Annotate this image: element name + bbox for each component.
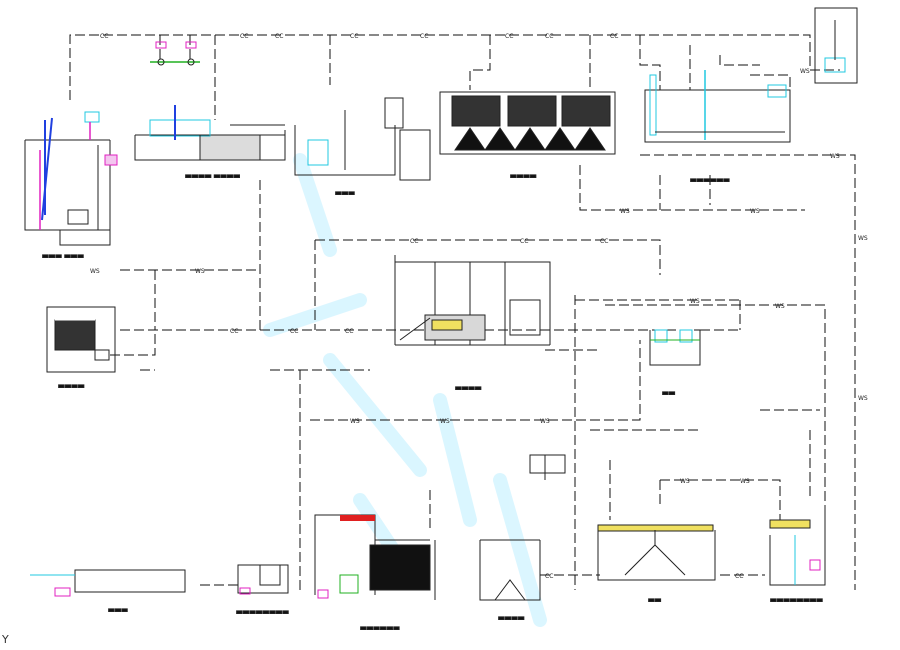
svg-text:CC: CC [505, 33, 513, 40]
svg-text:▬▬▬▬ ▬▬▬▬: ▬▬▬▬ ▬▬▬▬ [185, 172, 240, 180]
svg-text:WS: WS [830, 153, 840, 160]
svg-text:▬▬▬: ▬▬▬ [108, 606, 128, 614]
svg-text:WS: WS [800, 68, 810, 75]
svg-text:WS: WS [440, 418, 450, 425]
svg-text:▬▬▬: ▬▬▬ [335, 189, 355, 197]
svg-text:WS: WS [680, 478, 690, 485]
svg-text:CC: CC [410, 238, 418, 245]
svg-text:CC: CC [240, 33, 248, 40]
svg-text:WS: WS [775, 303, 785, 310]
svg-text:WS: WS [750, 208, 760, 215]
svg-text:CC: CC [600, 238, 608, 245]
svg-text:CC: CC [610, 33, 618, 40]
svg-text:CC: CC [345, 328, 353, 335]
svg-text:WS: WS [620, 208, 630, 215]
svg-text:▬▬: ▬▬ [662, 389, 675, 397]
unit-sludge-dewatering: ▬▬▬▬ [394, 255, 551, 393]
unit-blower [814, 7, 858, 84]
svg-text:CC: CC [350, 33, 358, 40]
unit-filter-building: ▬▬▬▬▬▬ [314, 514, 436, 633]
svg-text:▬▬▬▬▬▬▬▬: ▬▬▬▬▬▬▬▬ [770, 596, 823, 604]
svg-text:▬▬: ▬▬ [648, 596, 661, 604]
svg-text:▬▬▬▬: ▬▬▬▬ [510, 172, 536, 180]
svg-text:CC: CC [545, 33, 553, 40]
hopper-row [451, 95, 611, 151]
svg-text:▬▬▬▬: ▬▬▬▬ [58, 382, 84, 390]
unit-sludge-thickener: ▬▬ [649, 329, 701, 398]
unit-intake-tank: ▬▬▬ ▬▬▬ [24, 111, 118, 261]
svg-text:WS: WS [540, 418, 550, 425]
svg-text:CC: CC [100, 33, 108, 40]
unit-effluent-channel: ▬▬▬ [30, 569, 186, 615]
svg-text:CC: CC [520, 238, 528, 245]
unit-lift-sump: ▬▬▬ [294, 97, 431, 198]
svg-text:▬▬▬▬▬▬▬▬: ▬▬▬▬▬▬▬▬ [236, 608, 289, 616]
pipe-network-bottom [200, 460, 781, 586]
unit-dosing-room: ▬▬▬▬ [46, 306, 116, 391]
svg-text:WS: WS [740, 478, 750, 485]
svg-text:WS: WS [858, 235, 868, 242]
svg-text:CC: CC [735, 573, 743, 580]
unit-aeration-tank: ▬▬▬▬▬▬ [644, 70, 791, 185]
pipe-network-middle [110, 180, 826, 590]
unit-pump-station: ▬▬▬▬▬▬▬▬ [769, 505, 826, 605]
svg-text:▬▬▬▬▬▬: ▬▬▬▬▬▬ [360, 624, 400, 632]
svg-text:▬▬▬ ▬▬▬: ▬▬▬ ▬▬▬ [42, 252, 84, 260]
svg-text:WS: WS [350, 418, 360, 425]
unit-clarifier-small: ▬▬▬▬ [479, 539, 541, 623]
unit-secondary-clarifier: ▬▬ [597, 524, 716, 605]
valve-group-top [150, 41, 200, 66]
svg-text:▬▬▬▬: ▬▬▬▬ [498, 614, 524, 622]
pipe-labels: CC CC CC CC CC CC CC CC WS WS WS CC CC C… [90, 33, 868, 580]
svg-text:CC: CC [290, 328, 298, 335]
svg-text:CC: CC [420, 33, 428, 40]
svg-text:CC: CC [230, 328, 238, 335]
svg-text:WS: WS [858, 395, 868, 402]
unit-disinfection: ▬▬▬▬▬▬▬▬ [236, 564, 289, 617]
svg-text:WS: WS [690, 298, 700, 305]
unit-chemical-feed [529, 454, 566, 480]
svg-text:▬▬▬▬▬▬: ▬▬▬▬▬▬ [690, 176, 730, 184]
pipe-network-top [69, 34, 856, 590]
svg-text:WS: WS [195, 268, 205, 275]
svg-text:▬▬▬▬: ▬▬▬▬ [455, 384, 481, 392]
unit-screen-channel: ▬▬▬▬ ▬▬▬▬ [134, 105, 286, 181]
unit-sedimentation-tank: ▬▬▬▬ [439, 91, 616, 181]
svg-text:CC: CC [545, 573, 553, 580]
corner-mark: Y [1, 633, 9, 646]
svg-text:WS: WS [90, 268, 100, 275]
svg-text:CC: CC [275, 33, 283, 40]
